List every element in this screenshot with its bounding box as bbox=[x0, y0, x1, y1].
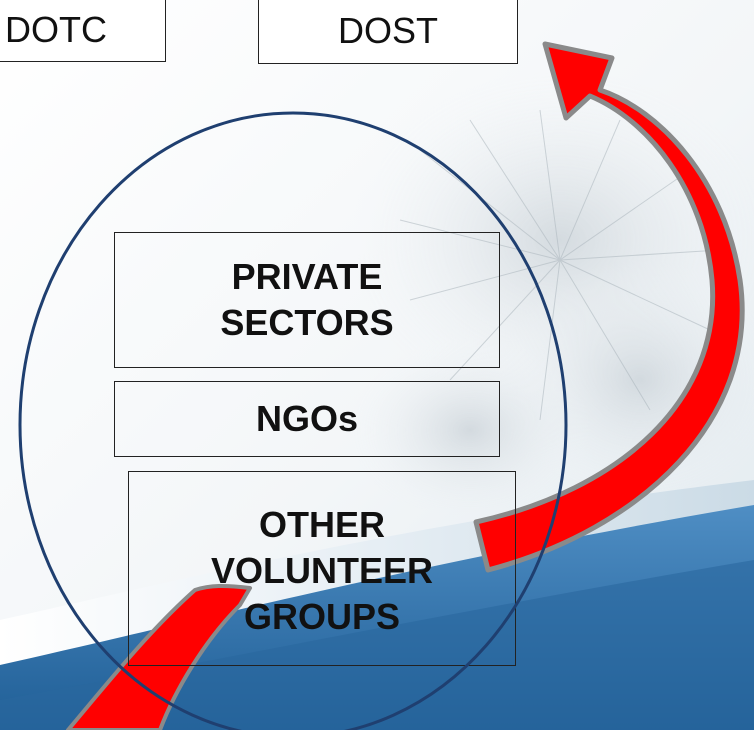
ngos-box: NGOs bbox=[114, 381, 500, 457]
private-sectors-box: PRIVATE SECTORS bbox=[114, 232, 500, 368]
ngos-label: NGOs bbox=[255, 398, 359, 439]
other-line1: OTHER bbox=[258, 503, 385, 545]
other-line2: VOLUNTEER bbox=[210, 549, 433, 591]
curved-arrow-right bbox=[473, 41, 745, 573]
private-line1: PRIVATE bbox=[231, 256, 383, 297]
dotc-label: DOTC bbox=[5, 9, 107, 50]
dost-box: DOST bbox=[258, 0, 518, 64]
other-volunteer-groups-box: OTHER VOLUNTEER GROUPS bbox=[128, 471, 516, 666]
dotc-box: DOTC bbox=[0, 0, 166, 62]
dost-label: DOST bbox=[337, 10, 438, 51]
other-line3: GROUPS bbox=[243, 595, 400, 637]
private-line2: SECTORS bbox=[220, 302, 394, 343]
